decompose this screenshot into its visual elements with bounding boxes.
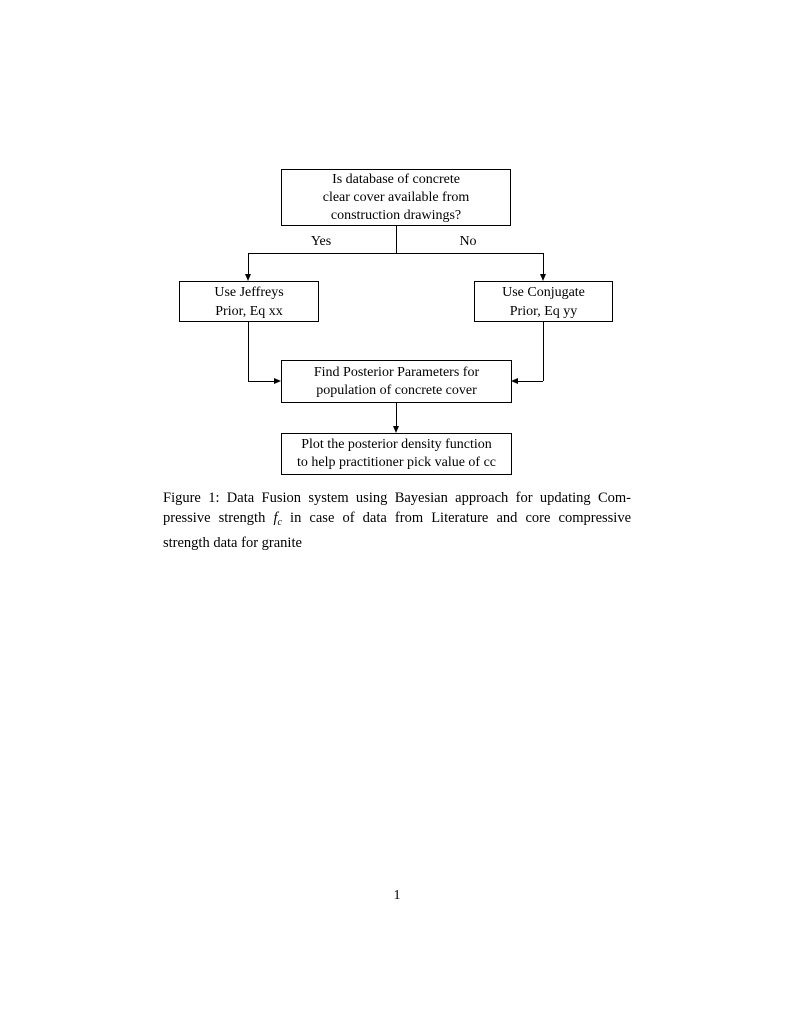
arrowhead-into-posterior-right	[511, 377, 518, 384]
caption-line2: pressive strength fc in case of data fro…	[163, 508, 631, 533]
arrowhead-into-posterior-left	[274, 377, 281, 384]
caption-line1: Figure 1: Data Fusion system using Bayes…	[163, 490, 631, 506]
connector-branch-split	[248, 253, 544, 254]
jeffreys-text-line2: Prior, Eq xx	[215, 303, 283, 319]
posterior-text-line1: Find Posterior Parameters for	[313, 364, 480, 380]
flowchart-box-plot-density: Plot the posterior density function to h…	[281, 433, 512, 475]
connector-jeffreys-right	[248, 381, 275, 382]
conjugate-text-line1: Use Conjugate	[502, 284, 585, 300]
caption-line2-pre: pressive strength	[163, 510, 266, 526]
flowchart-box-posterior-parameters: Find Posterior Parameters for population…	[281, 360, 512, 403]
connector-no-down	[543, 253, 544, 275]
caption-line2-post: in case of data from Literature and core…	[290, 510, 632, 526]
jeffreys-text-line1: Use Jeffreys	[214, 284, 284, 300]
branch-label-no: No	[459, 234, 477, 249]
flowchart-box-conjugate-prior: Use Conjugate Prior, Eq yy	[474, 281, 613, 322]
plot-text-line2: to help practitioner pick value of cc	[296, 455, 497, 470]
connector-conjugate-down	[543, 322, 544, 381]
connector-conjugate-left	[517, 381, 543, 382]
flowchart-box-jeffreys-prior: Use Jeffreys Prior, Eq xx	[179, 281, 319, 322]
connector-decision-down	[396, 226, 397, 253]
posterior-text-line2: population of concrete cover	[316, 382, 477, 398]
caption-line3: strength data for granite	[163, 535, 302, 551]
conjugate-text-line2: Prior, Eq yy	[509, 303, 578, 319]
arrowhead-into-plot	[392, 426, 399, 433]
math-fc: fc	[273, 510, 282, 528]
arrowhead-into-conjugate	[539, 274, 546, 281]
decision-text-line1: Is database of concrete	[332, 171, 460, 187]
branch-label-yes: Yes	[310, 234, 332, 249]
figure-caption: Figure 1: Data Fusion system using Bayes…	[163, 488, 631, 553]
page-number: 1	[393, 888, 401, 903]
connector-yes-down	[248, 253, 249, 275]
connector-posterior-down	[396, 403, 397, 427]
flowchart-box-decision: Is database of concrete clear cover avai…	[281, 169, 511, 226]
decision-text-line2: clear cover available from	[322, 189, 470, 205]
connector-jeffreys-down	[248, 322, 249, 381]
arrowhead-into-jeffreys	[244, 274, 251, 281]
plot-text-line1: Plot the posterior density function	[301, 437, 492, 452]
decision-text-line3: construction drawings?	[330, 207, 462, 223]
